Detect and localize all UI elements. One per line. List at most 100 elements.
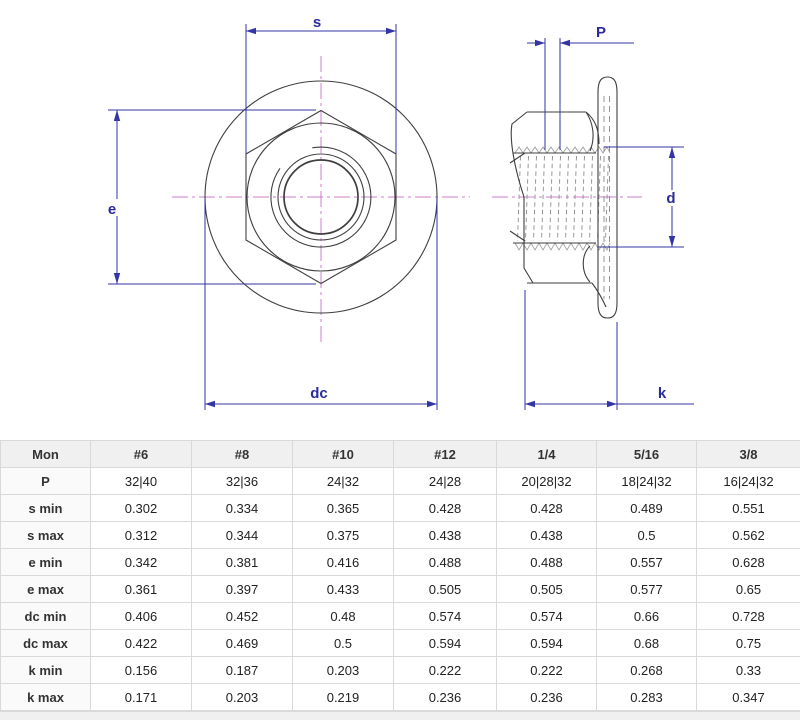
value-cell: 0.551 <box>696 494 800 522</box>
value-cell: 0.574 <box>393 602 497 630</box>
nut-body-outline <box>510 111 607 308</box>
row-label: k min <box>0 656 91 684</box>
thread-major-arc <box>270 146 372 248</box>
column-header-size: 5/16 <box>596 440 697 468</box>
dimension-dc: dc <box>204 197 438 410</box>
row-label: dc max <box>0 629 91 657</box>
value-cell: 0.594 <box>496 629 597 657</box>
row-label: P <box>0 467 91 495</box>
value-cell: 0.428 <box>496 494 597 522</box>
row-label: s min <box>0 494 91 522</box>
flange-hidden-lines <box>603 96 610 299</box>
value-cell: 0.361 <box>90 575 192 603</box>
value-cell: 0.577 <box>596 575 697 603</box>
value-cell: 0.283 <box>596 683 697 711</box>
technical-drawing: s e dc <box>106 14 694 410</box>
value-cell: 0.156 <box>90 656 192 684</box>
flange-profile <box>597 76 618 319</box>
value-cell: 0.236 <box>393 683 497 711</box>
side-view: P d k <box>492 24 694 410</box>
dim-label-dc: dc <box>310 385 328 402</box>
value-cell: 0.222 <box>393 656 497 684</box>
value-cell: 0.5 <box>596 521 697 549</box>
value-cell: 0.236 <box>496 683 597 711</box>
value-cell: 0.33 <box>696 656 800 684</box>
value-cell: 0.628 <box>696 548 800 576</box>
value-cell: 0.312 <box>90 521 192 549</box>
dimension-k: k <box>524 290 694 410</box>
value-cell: 0.365 <box>292 494 394 522</box>
thread-crest-top <box>514 146 611 154</box>
dim-label-k: k <box>658 385 667 402</box>
value-cell: 0.344 <box>191 521 293 549</box>
value-cell: 0.452 <box>191 602 293 630</box>
value-cell: 0.66 <box>596 602 697 630</box>
column-header-size: #12 <box>393 440 497 468</box>
value-cell: 0.406 <box>90 602 192 630</box>
row-label: e max <box>0 575 91 603</box>
value-cell: 0.203 <box>292 656 394 684</box>
column-header-size: 1/4 <box>496 440 597 468</box>
value-cell: 0.488 <box>496 548 597 576</box>
value-cell: 0.489 <box>596 494 697 522</box>
value-cell: 0.397 <box>191 575 293 603</box>
value-cell: 0.65 <box>696 575 800 603</box>
value-cell: 0.505 <box>496 575 597 603</box>
value-cell: 0.334 <box>191 494 293 522</box>
value-cell: 0.562 <box>696 521 800 549</box>
value-cell: 0.505 <box>393 575 497 603</box>
value-cell: 32|40 <box>90 467 192 495</box>
dimension-p: P <box>527 24 634 150</box>
chamfer-circle <box>246 122 396 272</box>
value-cell: 0.219 <box>292 683 394 711</box>
value-cell: 0.438 <box>496 521 597 549</box>
dimension-s: s <box>245 14 397 154</box>
value-cell: 0.433 <box>292 575 394 603</box>
column-header-size: #8 <box>191 440 293 468</box>
value-cell: 0.488 <box>393 548 497 576</box>
bore-circle <box>283 159 359 235</box>
value-cell: 0.171 <box>90 683 192 711</box>
table-header-row: Mon #6 #8 #10 #12 1/4 5/16 3/8 <box>0 440 800 468</box>
value-cell: 0.469 <box>191 629 293 657</box>
table-cutoff-strip <box>0 711 800 720</box>
value-cell: 0.203 <box>191 683 293 711</box>
value-cell: 0.422 <box>90 629 192 657</box>
value-cell: 0.375 <box>292 521 394 549</box>
value-cell: 0.428 <box>393 494 497 522</box>
value-cell: 0.416 <box>292 548 394 576</box>
value-cell: 0.438 <box>393 521 497 549</box>
value-cell: 0.268 <box>596 656 697 684</box>
thread-hatch <box>517 155 609 242</box>
value-cell: 16|24|32 <box>696 467 800 495</box>
value-cell: 0.342 <box>90 548 192 576</box>
dim-label-s: s <box>313 14 321 31</box>
column-header-size: #6 <box>90 440 192 468</box>
thread-crest-bottom <box>514 242 611 251</box>
value-cell: 0.75 <box>696 629 800 657</box>
value-cell: 0.48 <box>292 602 394 630</box>
value-cell: 20|28|32 <box>496 467 597 495</box>
value-cell: 0.557 <box>596 548 697 576</box>
value-cell: 0.347 <box>696 683 800 711</box>
bore-chamfer <box>509 152 526 242</box>
dimension-e: e <box>106 109 316 285</box>
row-label: dc min <box>0 602 91 630</box>
row-label: k max <box>0 683 91 711</box>
value-cell: 0.68 <box>596 629 697 657</box>
thread-minor-circle <box>277 153 365 241</box>
column-header-size: 3/8 <box>696 440 800 468</box>
row-label: s max <box>0 521 91 549</box>
